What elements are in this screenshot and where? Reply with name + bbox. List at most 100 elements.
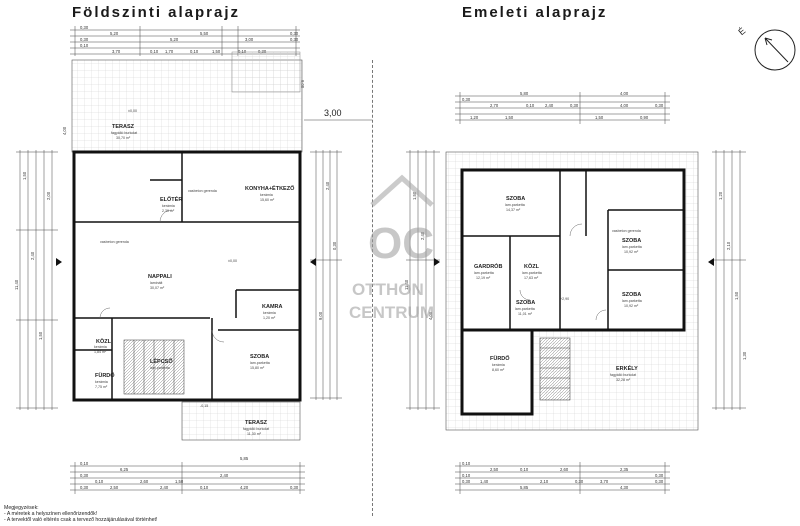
svg-text:9,00: 9,00: [300, 80, 305, 89]
svg-text:LÉPCSŐ: LÉPCSŐ: [150, 357, 173, 365]
svg-text:0,30: 0,30: [570, 103, 579, 108]
svg-text:FÜRDŐ: FÜRDŐ: [490, 355, 510, 362]
ground-staircase: [123, 339, 185, 395]
svg-text:0,90: 0,90: [640, 115, 649, 120]
svg-text:0,10: 0,10: [238, 49, 247, 54]
room-label-kozl-upper: KÖZL lam.parketta 17,63 m²: [522, 263, 542, 280]
upper-floor-title: Emeleti alaprajz: [462, 4, 608, 21]
svg-text:0,10: 0,10: [526, 103, 535, 108]
svg-text:5,50: 5,50: [200, 31, 209, 36]
svg-text:lam.parketta: lam.parketta: [515, 307, 535, 311]
svg-text:1,50: 1,50: [212, 49, 221, 54]
svg-text:5,20: 5,20: [110, 31, 119, 36]
svg-text:2,00: 2,00: [46, 191, 51, 200]
svg-text:OC: OC: [368, 219, 434, 268]
upper-room-labels: SZOBA lam.parketta 14,37 m² SZOBA lam.pa…: [474, 196, 642, 382]
svg-text:5,80: 5,80: [520, 91, 529, 96]
svg-text:1,30: 1,30: [742, 351, 747, 360]
svg-text:3,00: 3,00: [245, 37, 254, 42]
svg-text:0,10: 0,10: [80, 43, 89, 48]
north-arrow-icon: É: [736, 26, 796, 71]
svg-text:lam.parketta: lam.parketta: [622, 299, 642, 303]
ground-bottom-dimension-rulers: [70, 462, 305, 494]
room-label-terasz-lower: TERASZ fagyálló burkolat 11,30 m²: [243, 420, 269, 436]
svg-text:4,20: 4,20: [240, 485, 249, 490]
svg-text:12,19 m²: 12,19 m²: [476, 276, 491, 280]
svg-text:ERKÉLY: ERKÉLY: [616, 364, 638, 372]
svg-text:0,30: 0,30: [290, 31, 299, 36]
svg-text:FÜRDŐ: FÜRDŐ: [95, 372, 115, 379]
svg-text:0,30: 0,30: [80, 485, 89, 490]
svg-text:2,30 m²: 2,30 m²: [162, 209, 175, 213]
svg-text:4,00: 4,00: [62, 126, 67, 135]
svg-text:fagyálló burkolat: fagyálló burkolat: [111, 131, 137, 135]
svg-text:2,50: 2,50: [490, 467, 499, 472]
svg-text:0,10: 0,10: [95, 479, 104, 484]
level-mark: -0,15: [200, 404, 208, 408]
svg-text:1,50: 1,50: [38, 331, 43, 340]
notes-heading: Megjegyzések:: [4, 505, 39, 511]
svg-text:kerámia: kerámia: [492, 363, 505, 367]
svg-text:TERASZ: TERASZ: [245, 420, 268, 426]
ground-lower-terrace: [181, 401, 301, 441]
offset-marker: 3,00: [324, 108, 342, 118]
svg-text:1,50: 1,50: [595, 115, 604, 120]
ground-floor-title: Földszinti alaprajz: [72, 4, 241, 21]
svg-text:1,20: 1,20: [470, 115, 479, 120]
svg-text:3,70: 3,70: [600, 479, 609, 484]
notes-line: - A tervektől való eltérés csak a tervez…: [4, 517, 158, 523]
svg-text:2,40: 2,40: [220, 473, 229, 478]
svg-text:11,30 m²: 11,30 m²: [247, 432, 262, 436]
svg-text:0,30: 0,30: [80, 37, 89, 42]
svg-text:0,30: 0,30: [655, 479, 664, 484]
svg-text:SZOBA: SZOBA: [622, 238, 641, 244]
svg-text:0,10: 0,10: [520, 467, 529, 472]
room-label-szoba-1: SZOBA lam.parketta 14,37 m²: [505, 196, 525, 212]
svg-text:KAMRA: KAMRA: [262, 304, 282, 310]
svg-text:kerámia: kerámia: [263, 311, 276, 315]
svg-text:15,60 m²: 15,60 m²: [260, 198, 275, 202]
svg-text:laminált: laminált: [150, 281, 162, 285]
upper-left-dim-text: 11,40 1,50 2,40 4,00: [404, 191, 433, 320]
ground-floor-plan: [56, 51, 316, 441]
svg-text:0,30: 0,30: [655, 103, 664, 108]
svg-text:0,30: 0,30: [80, 473, 89, 478]
svg-text:SZOBA: SZOBA: [250, 354, 269, 360]
svg-text:2,40: 2,40: [420, 231, 425, 240]
svg-text:fagyálló burkolat: fagyálló burkolat: [243, 427, 269, 431]
beam-label: vasbeton gerenda: [188, 189, 217, 193]
svg-text:SZOBA: SZOBA: [516, 300, 535, 306]
upper-right-dim-text: 1,20 2,10 1,50 1,30: [718, 191, 747, 360]
svg-text:5,20: 5,20: [170, 37, 179, 42]
svg-text:0,10: 0,10: [190, 49, 199, 54]
svg-text:4,00: 4,00: [428, 311, 433, 320]
svg-text:0,10: 0,10: [462, 473, 471, 478]
svg-text:1,50: 1,50: [412, 191, 417, 200]
svg-text:0,30: 0,30: [462, 97, 471, 102]
svg-text:0,30: 0,30: [80, 25, 89, 30]
svg-text:0,30: 0,30: [332, 241, 337, 250]
svg-text:lam.parketta: lam.parketta: [474, 271, 494, 275]
room-label-szoba-2: SZOBA lam.parketta 10,92 m²: [622, 238, 642, 254]
svg-text:2,40: 2,40: [30, 251, 35, 260]
svg-text:32,28 m²: 32,28 m²: [616, 378, 631, 382]
room-label-szoba-3: SZOBA lam.parketta 10,92 m²: [622, 292, 642, 308]
room-label-terasz: TERASZ fagyálló burkolat 30,70 m²: [111, 124, 137, 140]
svg-text:11,01 m²: 11,01 m²: [518, 312, 533, 316]
svg-text:1,50: 1,50: [734, 291, 739, 300]
notes-line: - A méretek a helyszínen ellenőrizendők!: [4, 511, 98, 517]
room-label-furdo-ground: FÜRDŐ kerámia 7,75 m²: [95, 372, 115, 389]
svg-text:1,70: 1,70: [165, 49, 174, 54]
svg-text:11,40: 11,40: [404, 279, 409, 290]
upper-top-dimension-rulers: [455, 92, 670, 124]
svg-text:GARDRÓB: GARDRÓB: [474, 262, 502, 270]
svg-text:0,30: 0,30: [462, 479, 471, 484]
svg-text:ELŐTÉR: ELŐTÉR: [160, 195, 182, 203]
svg-text:lam.parketta: lam.parketta: [505, 203, 525, 207]
svg-text:kerámia: kerámia: [95, 380, 108, 384]
svg-text:2,10: 2,10: [726, 241, 731, 250]
svg-text:5,85: 5,85: [240, 456, 249, 461]
beam-label: vasbeton gerenda: [100, 240, 129, 244]
svg-text:4,00: 4,00: [620, 103, 629, 108]
